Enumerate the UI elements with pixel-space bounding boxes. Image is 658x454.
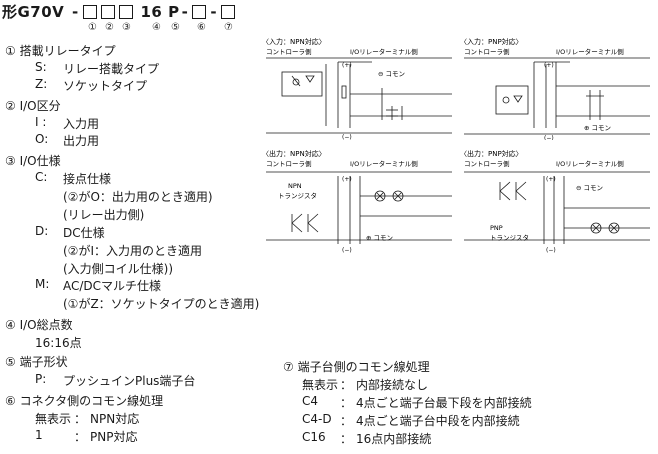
d4-common: ⊖ コモン xyxy=(576,184,603,192)
d3-minus: (−) xyxy=(342,247,352,254)
d3-plus: (+) xyxy=(342,176,352,183)
marker-4: ④ xyxy=(152,22,161,33)
s7-sep-3: ： xyxy=(340,432,353,446)
d2-plus: (+) xyxy=(544,62,554,69)
d1-title: 〈入力：NPN対応〉 xyxy=(262,37,326,46)
d4-plus: (+) xyxy=(546,176,556,183)
s1-desc-0: リレー搭載タイプ xyxy=(63,62,160,76)
section-7-title: ⑦ 端子台側のコモン線処理 xyxy=(283,360,430,374)
section-2-title: ② I/O区分 xyxy=(5,99,61,113)
section-4-title: ④ I/O総点数 xyxy=(5,318,73,332)
s7-code-0: 無表示 xyxy=(302,378,339,392)
d2-common: ⊕ コモン xyxy=(584,124,611,132)
s6-desc-0: NPN対応 xyxy=(90,412,140,426)
marker-5: ⑤ xyxy=(171,22,180,33)
d3-common: ⊕ コモン xyxy=(366,234,393,242)
s6-sep-0: ： xyxy=(74,412,87,426)
s3-note-0-1: (リレー出力側) xyxy=(63,208,145,222)
d1-left-label: コントローラ側 xyxy=(266,48,312,56)
s7-code-1: C4 xyxy=(302,394,319,408)
model-sep: - xyxy=(72,3,79,21)
s3-desc-0: 接点仕様 xyxy=(63,172,112,186)
marker-7: ⑦ xyxy=(224,22,233,33)
s7-sep-0: ： xyxy=(340,378,353,392)
diagram-output-pnp: 〈出力：PNP対応〉 コントローラ側 I/Oリレーターミナル側 PNP トランジ… xyxy=(460,149,650,254)
model-number: 形G70V - 16 P-- xyxy=(2,1,237,22)
s3-note-1-0: (②がI：入力用のとき適用 xyxy=(63,244,202,258)
s7-desc-0: 内部接続なし xyxy=(356,378,429,392)
d4-minus: (−) xyxy=(546,247,556,254)
s7-code-3: C16 xyxy=(302,430,326,444)
s2-desc-0: 入力用 xyxy=(63,117,100,131)
s2-code-0: I : xyxy=(35,115,47,129)
s5-code-0: P: xyxy=(35,372,47,386)
s6-code-0: 無表示 xyxy=(35,412,72,426)
s7-code-2: C4-D xyxy=(302,412,332,426)
model-letter: P xyxy=(168,3,180,21)
s3-note-0-0: (②がO：出力用のとき適用) xyxy=(63,190,213,204)
s3-code-2: M: xyxy=(35,277,50,291)
d1-common: ⊖ コモン xyxy=(378,70,405,78)
marker-1: ① xyxy=(88,22,97,33)
d4-tr-label: トランジスタ xyxy=(490,233,529,242)
d4-right-label: I/Oリレーターミナル側 xyxy=(556,159,624,168)
marker-2: ② xyxy=(105,22,114,33)
s3-desc-1: DC仕様 xyxy=(63,226,105,240)
model-sep3: - xyxy=(210,3,218,21)
d3-tr-type: NPN xyxy=(288,182,302,190)
model-prefix: 形G70V xyxy=(2,3,65,21)
marker-3: ③ xyxy=(122,22,131,33)
box-1 xyxy=(82,5,97,19)
d1-minus: (−) xyxy=(342,134,352,140)
d3-tr-label: トランジスタ xyxy=(278,191,317,200)
model-fixed: 16 xyxy=(140,3,163,21)
s7-desc-2: 4点ごと端子台中段を内部接続 xyxy=(356,414,520,428)
s2-desc-1: 出力用 xyxy=(63,134,100,148)
s3-desc-2: AC/DCマルチ仕様 xyxy=(63,279,162,293)
d1-plus: (+) xyxy=(342,62,352,69)
d2-title: 〈入力：PNP対応〉 xyxy=(460,37,523,46)
section-3-title: ③ I/O仕様 xyxy=(5,154,61,168)
s7-sep-2: ： xyxy=(340,414,353,428)
box-2 xyxy=(100,5,115,19)
box-7 xyxy=(221,5,236,19)
d1-right-label: I/Oリレーターミナル側 xyxy=(350,47,418,56)
s1-desc-1: ソケットタイプ xyxy=(63,79,148,93)
s4-value: 16:16点 xyxy=(35,336,82,350)
s1-code-1: Z: xyxy=(35,77,48,91)
s3-code-0: C: xyxy=(35,170,48,184)
s6-code-1: 1 xyxy=(35,428,43,442)
d3-left-label: コントローラ側 xyxy=(266,160,312,168)
section-6-title: ⑥ コネクタ側のコモン線処理 xyxy=(5,394,164,408)
s7-sep-1: ： xyxy=(340,396,353,410)
section-5-title: ⑤ 端子形状 xyxy=(5,355,68,369)
d4-tr-type: PNP xyxy=(490,224,503,232)
box-6 xyxy=(192,5,207,19)
s7-desc-1: 4点ごと端子台最下段を内部接続 xyxy=(356,396,532,410)
s2-code-1: O: xyxy=(35,132,49,146)
s6-desc-1: PNP対応 xyxy=(90,430,138,444)
diagram-input-npn: 〈入力：NPN対応〉 コントローラ側 I/Oリレーターミナル側 (+) (−) … xyxy=(262,37,452,140)
box-3 xyxy=(118,5,133,19)
d2-minus: (−) xyxy=(544,135,554,140)
d3-title: 〈出力：NPN対応〉 xyxy=(262,149,326,158)
model-sep2: - xyxy=(181,3,189,21)
d3-right-label: I/Oリレーターミナル側 xyxy=(350,159,418,168)
diagram-output-npn: 〈出力：NPN対応〉 コントローラ側 I/Oリレーターミナル側 NPN トランジ… xyxy=(262,149,452,254)
d4-title: 〈出力：PNP対応〉 xyxy=(460,149,523,158)
d2-left-label: コントローラ側 xyxy=(464,48,510,56)
s5-desc-0: プッシュインPlus端子台 xyxy=(63,374,196,388)
s3-note-2-0: (①がZ：ソケットタイプのとき適用) xyxy=(63,297,260,311)
s3-code-1: D: xyxy=(35,224,49,238)
s6-sep-1: ： xyxy=(74,430,87,444)
s1-code-0: S: xyxy=(35,60,47,74)
section-1-title: ① 搭載リレータイプ xyxy=(5,44,116,58)
d4-left-label: コントローラ側 xyxy=(464,160,510,168)
s7-desc-3: 16点内部接続 xyxy=(356,432,432,446)
d2-right-label: I/Oリレーターミナル側 xyxy=(556,47,624,56)
diagram-input-pnp: 〈入力：PNP対応〉 コントローラ側 I/Oリレーターミナル側 (+) (−) … xyxy=(460,37,650,140)
s3-note-1-1: (入力側コイル仕様)) xyxy=(63,262,174,276)
marker-6: ⑥ xyxy=(197,22,206,33)
